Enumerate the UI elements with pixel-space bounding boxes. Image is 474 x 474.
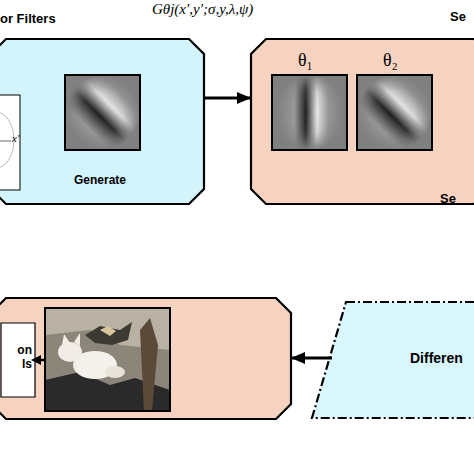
node-shape (312, 302, 474, 418)
result-box: on ls (0, 297, 292, 420)
node-text: θ₁ (298, 50, 313, 71)
node-text: Generate (74, 174, 126, 188)
output-box: on ls (0, 322, 36, 398)
photo-toy (85, 322, 132, 345)
gabor-filter (65, 75, 140, 150)
flow-arrow (292, 357, 332, 360)
node-outline (0, 297, 292, 420)
gabor-filter (272, 75, 347, 150)
sketch-ellipse (0, 112, 14, 168)
leader-line (40, 359, 45, 362)
flow-arrow (205, 97, 250, 100)
photo-cat (105, 366, 125, 378)
filter-frame (65, 75, 140, 150)
node-outline (250, 38, 474, 205)
gabor-filter (357, 75, 432, 150)
photo-shadow (45, 372, 170, 411)
filter-bank-box: or FiltersGenerate (0, 38, 205, 205)
filter-background (357, 75, 432, 150)
filter-frame (272, 75, 347, 150)
axis-line (0, 141, 11, 142)
photo-cat (58, 342, 82, 362)
filter-frame (357, 75, 432, 150)
filter-background (272, 75, 347, 150)
node-shape (251, 39, 474, 204)
node-heading: on ls (8, 344, 32, 372)
node-heading: Se (450, 10, 466, 25)
photo-toy (100, 326, 116, 336)
photo-frame (45, 308, 170, 411)
node-text: Differen (410, 350, 463, 366)
filter-background (65, 75, 140, 150)
node-heading: or Filters (0, 12, 56, 27)
sketch-panel (0, 95, 20, 190)
node-shape (1, 323, 35, 397)
photo-background (45, 308, 170, 411)
filter-set-box: Se θ₁ θ₂ (250, 38, 474, 205)
formula-label: Gθj(x′,y′;σ,y,λ,ψ) (152, 1, 253, 18)
leader-arrowhead (31, 355, 41, 365)
node-shape (0, 39, 204, 204)
node-heading: Se (440, 192, 456, 207)
photo-cat (73, 351, 117, 379)
input-parallelogram: SeDifferen (310, 300, 474, 420)
photo-cat (62, 333, 80, 346)
node-text: θ₂ (383, 50, 398, 71)
photo-wall (45, 308, 170, 350)
photo-stick (140, 318, 158, 411)
node-shape (0, 298, 291, 419)
